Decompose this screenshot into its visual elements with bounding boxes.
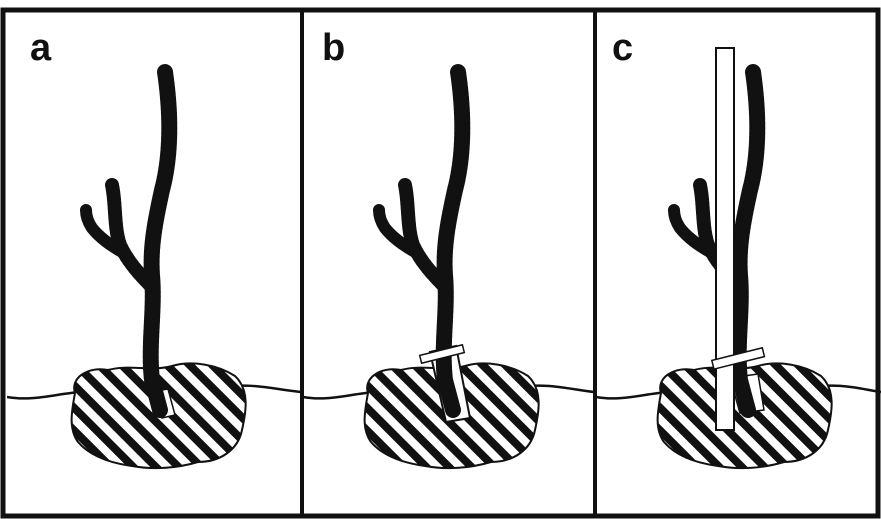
plant-cutting (86, 72, 169, 410)
panel-a (7, 72, 301, 468)
support-stake (716, 48, 734, 430)
panel-b (303, 72, 594, 468)
panel-label-c: c (612, 27, 633, 69)
panel-label-a: a (30, 27, 52, 69)
panel-label-b: b (322, 27, 345, 69)
panel-c (596, 48, 881, 468)
